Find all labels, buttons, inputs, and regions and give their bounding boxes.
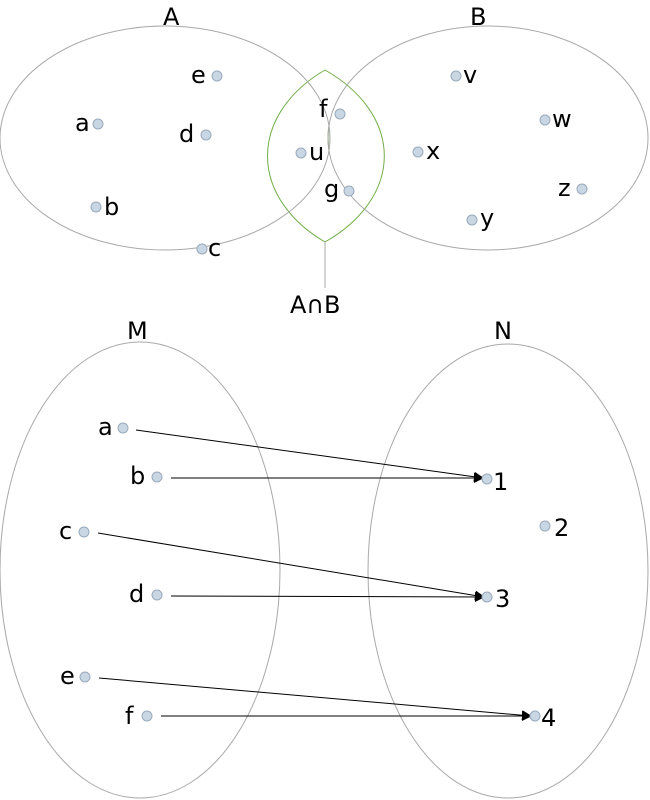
element-label: w	[552, 105, 572, 133]
element-point	[334, 108, 346, 120]
element-point	[343, 185, 355, 197]
domain-element: a	[98, 413, 129, 441]
element-label: y	[480, 204, 494, 232]
intersection-label: A∩B	[290, 291, 340, 319]
set-a-label: A	[163, 3, 180, 31]
element-label: f	[125, 702, 134, 730]
element-point	[117, 422, 129, 434]
domain-element: d	[129, 580, 163, 608]
element-label: 4	[541, 704, 556, 732]
domain-element: c	[59, 517, 90, 545]
mapping-arrow	[135, 429, 484, 482]
element-label: c	[59, 517, 72, 545]
element-point	[92, 118, 104, 130]
codomain-element: 1	[481, 468, 508, 496]
venn-element: v	[450, 61, 477, 89]
element-point	[539, 114, 551, 126]
venn-element: u	[295, 138, 324, 166]
element-label: z	[558, 174, 571, 202]
mapping-arrow	[170, 591, 485, 602]
element-label: c	[208, 234, 221, 262]
element-point	[529, 710, 541, 722]
domain-element: b	[130, 462, 163, 490]
element-point	[196, 243, 208, 255]
venn-element: z	[558, 174, 588, 202]
element-point	[151, 589, 163, 601]
element-point	[450, 70, 462, 82]
venn-diagram: A B A∩B e a d b c f	[0, 3, 649, 319]
element-point	[466, 214, 478, 226]
element-label: d	[129, 580, 144, 608]
element-point	[481, 473, 493, 485]
element-point	[211, 70, 223, 82]
element-point	[295, 147, 307, 159]
element-label: 1	[493, 468, 508, 496]
set-a-ellipse	[0, 25, 331, 251]
mapping-diagram: M N a b c d e f	[0, 317, 649, 799]
mapping-arrow	[98, 677, 532, 721]
venn-element: c	[196, 234, 221, 262]
element-label: b	[104, 193, 119, 221]
venn-element: b	[90, 193, 119, 221]
element-label: d	[179, 120, 194, 148]
venn-element: a	[75, 109, 104, 137]
element-label: f	[319, 95, 328, 123]
mapping-arrow	[97, 532, 485, 601]
element-point	[539, 520, 551, 532]
element-point	[200, 129, 212, 141]
set-m-label: M	[127, 317, 148, 345]
set-n-label: N	[494, 317, 512, 345]
venn-element: g	[324, 175, 355, 203]
set-m-ellipse	[0, 341, 281, 799]
element-point	[151, 471, 163, 483]
venn-element: e	[191, 61, 223, 89]
domain-element: f	[125, 702, 153, 730]
set-b-label: B	[470, 3, 486, 31]
venn-element: w	[539, 105, 572, 133]
element-point	[412, 146, 424, 158]
element-label: a	[75, 109, 90, 137]
element-point	[481, 591, 493, 603]
element-label: v	[463, 61, 477, 89]
element-label: g	[324, 175, 339, 203]
venn-element: d	[179, 120, 212, 148]
element-label: b	[130, 462, 145, 490]
codomain-element: 2	[539, 514, 569, 542]
element-label: 2	[554, 514, 569, 542]
codomain-element: 4	[529, 704, 556, 732]
domain-element: e	[60, 662, 91, 690]
element-label: e	[191, 61, 206, 89]
element-label: x	[426, 137, 440, 165]
element-point	[576, 183, 588, 195]
element-label: 3	[495, 585, 510, 613]
venn-element: x	[412, 137, 440, 165]
set-b-ellipse	[327, 25, 649, 251]
venn-element: y	[466, 204, 494, 232]
set-n-ellipse	[367, 343, 649, 799]
element-label: a	[98, 413, 113, 441]
venn-element: f	[319, 95, 346, 123]
element-label: e	[60, 662, 75, 690]
element-point	[90, 201, 102, 213]
element-point	[141, 710, 153, 722]
element-label: u	[309, 138, 324, 166]
element-point	[79, 671, 91, 683]
element-point	[78, 526, 90, 538]
codomain-element: 3	[481, 585, 510, 613]
